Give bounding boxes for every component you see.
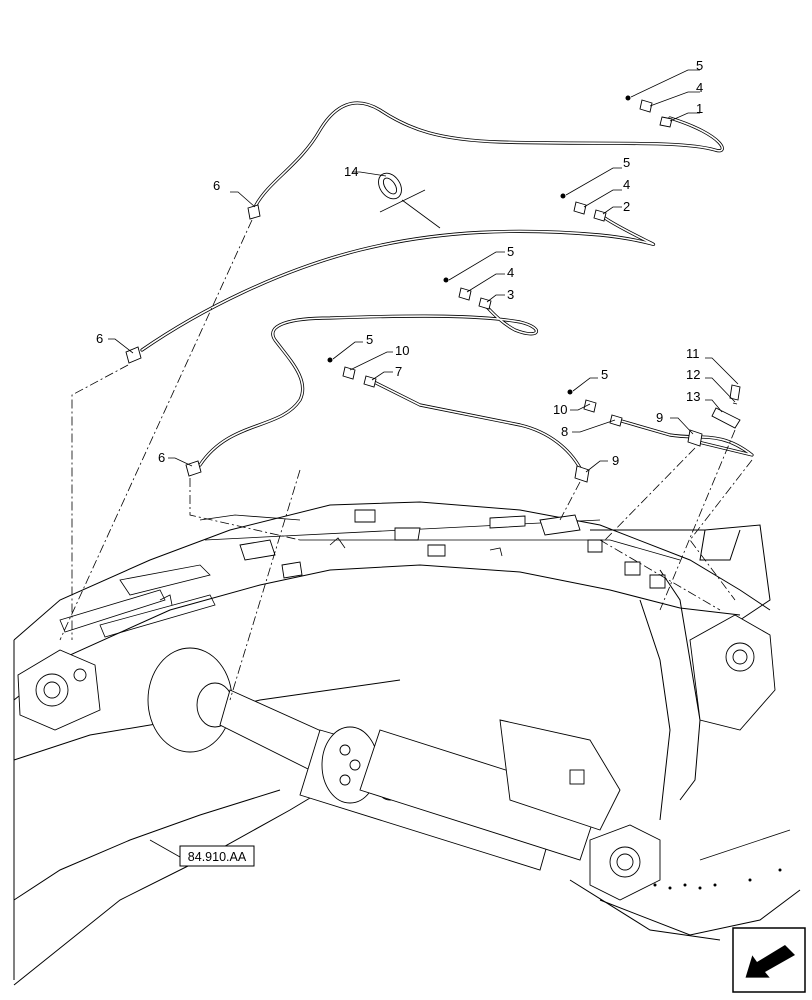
callout-5: 5 <box>623 155 630 170</box>
callout-6: 6 <box>213 178 220 193</box>
callout-4: 4 <box>696 80 703 95</box>
callout-13: 13 <box>686 389 700 404</box>
callout-14: 14 <box>344 164 358 179</box>
callout-2: 2 <box>623 199 630 214</box>
callout-9: 9 <box>656 410 663 425</box>
callout-labels: 5 4 1 14 6 5 4 2 5 4 3 6 5 10 7 11 12 13… <box>96 58 703 468</box>
arrow-down-left-icon[interactable] <box>732 927 806 993</box>
boom-structure <box>13 501 801 986</box>
callout-4: 4 <box>623 177 630 192</box>
callout-10: 10 <box>553 402 567 417</box>
callout-9: 9 <box>612 453 619 468</box>
callout-1: 1 <box>696 101 703 116</box>
boom-cylinder <box>147 647 621 871</box>
callout-5: 5 <box>507 244 514 259</box>
callout-6: 6 <box>96 331 103 346</box>
callout-6: 6 <box>158 450 165 465</box>
callout-5: 5 <box>601 367 608 382</box>
reference-link[interactable]: 84.910.AA <box>179 845 255 867</box>
callout-5: 5 <box>696 58 703 73</box>
callout-12: 12 <box>686 367 700 382</box>
assembly-lines <box>59 219 753 701</box>
callout-7: 7 <box>395 364 402 379</box>
fittings <box>125 95 741 483</box>
mounting-brackets <box>159 509 666 606</box>
callout-8: 8 <box>561 424 568 439</box>
callout-10: 10 <box>395 343 409 358</box>
hydraulic-tubes <box>140 101 754 470</box>
callout-4: 4 <box>507 265 514 280</box>
callout-5: 5 <box>366 332 373 347</box>
callout-3: 3 <box>507 287 514 302</box>
reference-label[interactable]: 84.910.AA <box>188 850 247 864</box>
callout-11: 11 <box>686 346 700 361</box>
leader-lines <box>108 69 739 858</box>
